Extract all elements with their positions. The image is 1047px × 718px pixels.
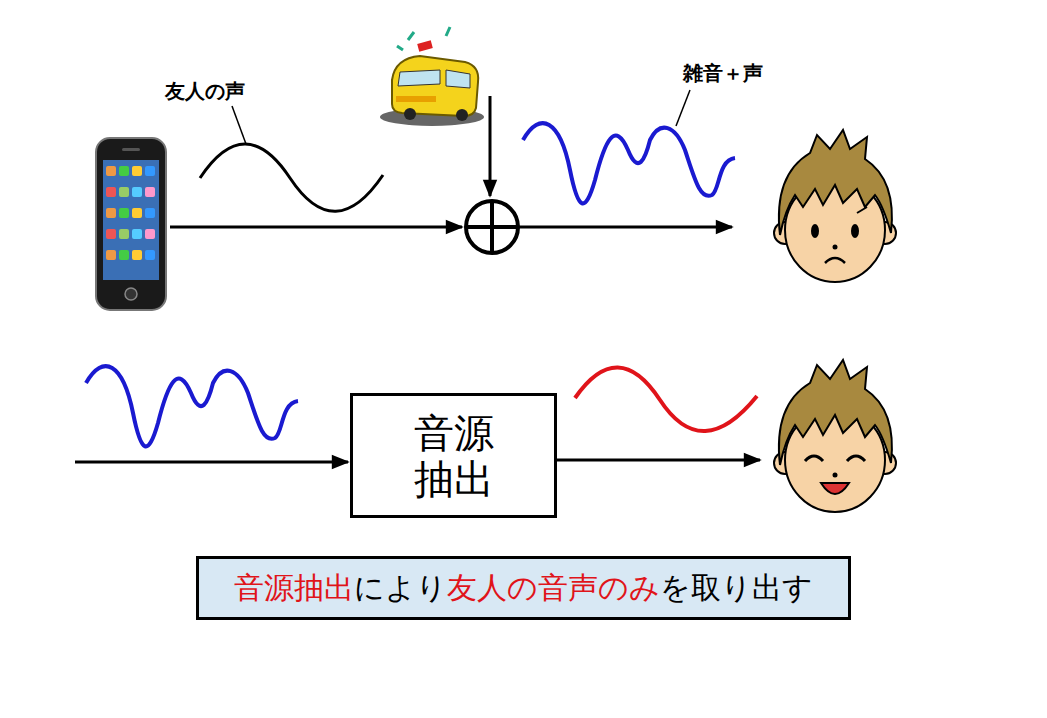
node-text: 友人の音声のみ <box>447 570 660 605</box>
node-text: 音源 抽出 <box>414 410 494 502</box>
leader-line <box>676 90 690 126</box>
process-box: 音源 抽出 <box>350 393 557 518</box>
node-text: を取り出す <box>660 570 813 605</box>
signal-label: 雑音＋声 <box>683 60 763 87</box>
node-text: 音源抽出 <box>234 570 354 605</box>
node-text: により <box>354 570 447 605</box>
noisy-wave <box>523 123 735 203</box>
noisy-wave <box>86 366 298 446</box>
signal-label: 友人の声 <box>165 78 245 105</box>
text-holder: 音源 抽出 <box>404 410 504 502</box>
signal-arrow <box>518 226 732 229</box>
sad-face <box>774 130 896 282</box>
text-holder: 音源抽出により友人の音声のみを取り出す <box>234 568 813 609</box>
phone-icon <box>96 138 166 310</box>
signal-arrow <box>170 226 462 229</box>
noise-arrow <box>489 96 492 196</box>
leader-line <box>232 106 246 144</box>
signal-arrow <box>557 459 760 462</box>
happy-face <box>774 360 896 512</box>
bus-icon <box>380 27 484 126</box>
signal-arrow <box>75 461 348 464</box>
extracted-wave <box>575 367 757 431</box>
adder-symbol <box>466 201 518 253</box>
caption-box: 音源抽出により友人の音声のみを取り出す <box>196 556 851 620</box>
voice-wave <box>200 144 383 211</box>
